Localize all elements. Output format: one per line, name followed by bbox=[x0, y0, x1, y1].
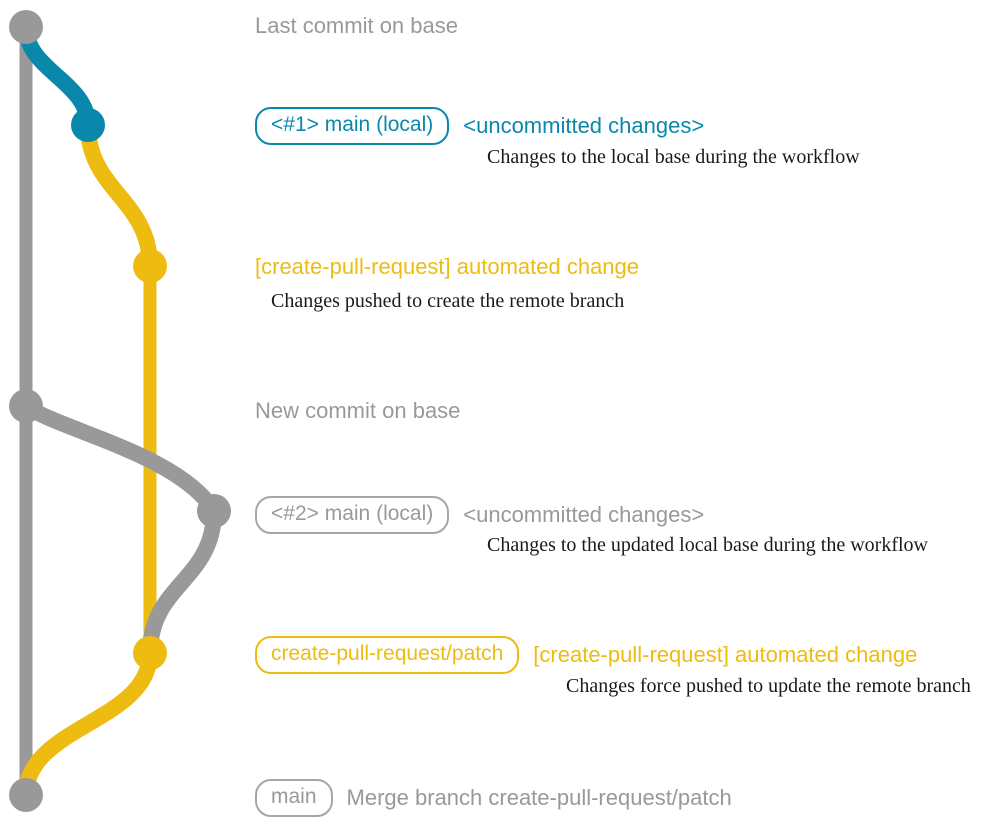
entry-merge-commit: main Merge branch create-pull-request/pa… bbox=[255, 779, 732, 817]
entry-headline: [create-pull-request] automated change bbox=[255, 254, 640, 279]
entry-last-commit-on-base: Last commit on base bbox=[255, 13, 458, 39]
commit-node-local-main-2 bbox=[197, 494, 231, 528]
branch-pill-local-main-1[interactable]: <#1> main (local) bbox=[255, 107, 450, 145]
entry-description-automated-change-2: Changes force pushed to update the remot… bbox=[566, 675, 971, 697]
entry-headline: [create-pull-request] automated change bbox=[533, 642, 918, 667]
patch-merge-line bbox=[18, 645, 158, 803]
commit-node-base-top bbox=[9, 10, 43, 44]
entry-headline: Merge branch create-pull-request/patch bbox=[346, 785, 732, 810]
entry-description-automated-change-1: Changes pushed to create the remote bran… bbox=[271, 290, 625, 312]
commit-node-merge bbox=[9, 778, 43, 812]
entry-new-commit-on-base: New commit on base bbox=[255, 398, 460, 424]
local2-to-patch2-line bbox=[142, 503, 222, 661]
entry-headline: New commit on base bbox=[255, 398, 461, 423]
entry-description-local-main-1: Changes to the local base during the wor… bbox=[487, 146, 860, 168]
entry-automated-change-1: [create-pull-request] automated change bbox=[255, 254, 639, 280]
local-branch-line-blue bbox=[18, 19, 96, 133]
entry-headline: <uncommitted changes> bbox=[463, 113, 705, 138]
entry-headline: <uncommitted changes> bbox=[463, 502, 705, 527]
commit-node-base-new bbox=[9, 389, 43, 423]
entry-automated-change-2: create-pull-request/patch [create-pull-r… bbox=[255, 636, 917, 674]
base-to-local2-line bbox=[18, 398, 222, 519]
entry-description-local-main-2: Changes to the updated local base during… bbox=[487, 534, 928, 556]
branch-pill-main[interactable]: main bbox=[255, 779, 333, 817]
entry-local-main-1: <#1> main (local) <uncommitted changes> bbox=[255, 107, 704, 145]
entry-headline: Last commit on base bbox=[255, 13, 458, 38]
branch-pill-create-pull-request-patch[interactable]: create-pull-request/patch bbox=[255, 636, 520, 674]
patch-branch-line-upper bbox=[80, 117, 158, 274]
entry-local-main-2: <#2> main (local) <uncommitted changes> bbox=[255, 496, 704, 534]
commit-node-local-main-1 bbox=[71, 108, 105, 142]
branch-pill-local-main-2[interactable]: <#2> main (local) bbox=[255, 496, 450, 534]
commit-node-patch-2 bbox=[133, 636, 167, 670]
commit-node-patch-1 bbox=[133, 249, 167, 283]
